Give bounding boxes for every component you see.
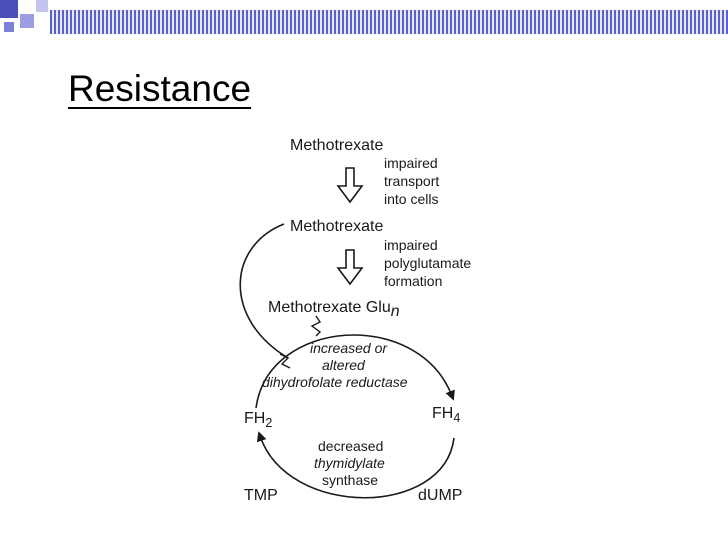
methotrexate-label-middle: Methotrexate <box>290 218 383 235</box>
enzyme2-line1: decreased <box>318 438 383 454</box>
inhibition-zigzag-top <box>310 315 322 337</box>
step2-line2: polyglutamate <box>384 255 471 271</box>
resistance-diagram: Methotrexate impaired transport into cel… <box>208 118 500 514</box>
hollow-down-arrow-1 <box>336 167 364 204</box>
decor-stripes <box>50 10 728 34</box>
diagram-canvas: Methotrexate impaired transport into cel… <box>239 137 471 504</box>
decor-square <box>4 22 14 32</box>
fh4-label: FH4 <box>432 405 460 425</box>
step1-line2: transport <box>384 173 439 189</box>
cycle-arc-top <box>255 334 455 409</box>
enzyme2-line2: thymidylate <box>314 455 385 471</box>
step2-line3: formation <box>384 273 442 289</box>
enzyme1-line3: dihydrofolate reductase <box>262 374 408 390</box>
fh2-label: FH2 <box>244 410 272 430</box>
methotrexate-label-top: Methotrexate <box>290 137 383 154</box>
step1-line3: into cells <box>384 191 438 207</box>
step1-line1: impaired <box>384 155 438 171</box>
cycle-arc-bottom <box>256 431 455 499</box>
curved-connector <box>239 223 289 359</box>
step2-line1: impaired <box>384 237 438 253</box>
dump-label: dUMP <box>418 487 462 504</box>
decor-square <box>20 14 34 28</box>
tmp-label: TMP <box>244 487 278 504</box>
decor-square <box>36 0 48 12</box>
decor-square <box>0 0 18 18</box>
enzyme2-line3: synthase <box>322 472 378 488</box>
slide-header-decoration <box>0 0 728 46</box>
hollow-down-arrow-2 <box>336 249 364 286</box>
slide-title: Resistance <box>68 68 252 109</box>
methotrexate-glu-label: Methotrexate Glun <box>268 299 400 320</box>
enzyme1-line2: altered <box>322 357 366 373</box>
inhibition-zigzag-left <box>279 353 291 369</box>
enzyme1-line1: increased or <box>310 340 388 356</box>
